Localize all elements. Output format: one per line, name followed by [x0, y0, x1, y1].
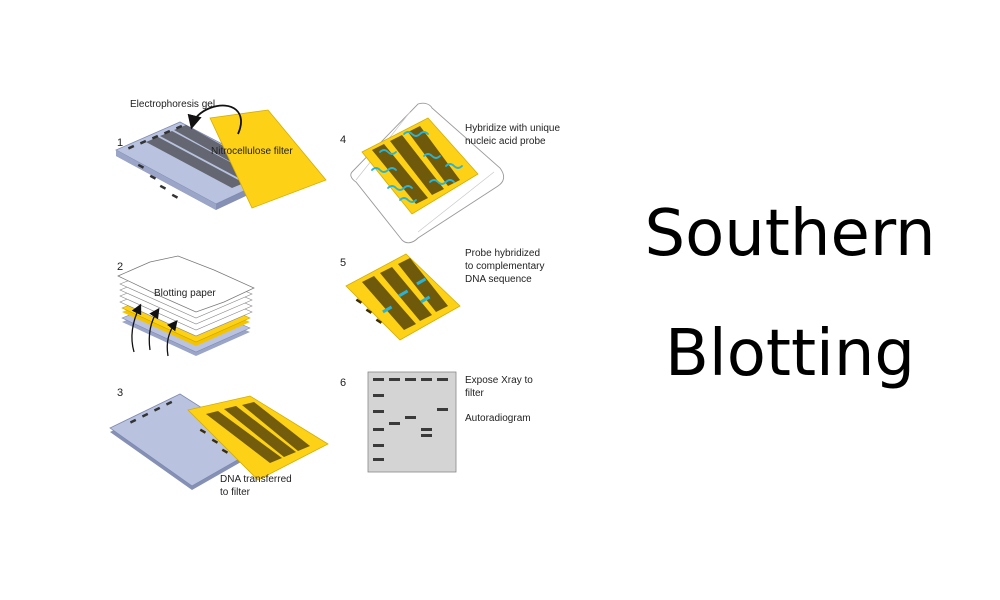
step-5-label-line2: to complementary: [465, 261, 544, 272]
step-5-label-line1: Probe hybridized: [465, 248, 540, 259]
capillary-arrows-icon: [131, 303, 178, 357]
film-wells: [373, 378, 448, 381]
step-1-number: 1: [117, 137, 123, 149]
hybridized-probe-bands: [382, 277, 431, 314]
step-3-filter-bands: [199, 428, 229, 454]
autoradiogram-film: [367, 371, 457, 473]
step-1-label-gel: Electrophoresis gel: [130, 99, 215, 110]
step-3-number: 3: [117, 387, 123, 399]
gel-wells: [127, 124, 183, 150]
page-title-line-1: Southern: [644, 197, 936, 271]
step-6-label-line2: filter: [465, 388, 485, 399]
film-marker-ladder: [373, 394, 384, 461]
flip-arrow-icon: [187, 104, 242, 135]
step-6-number: 6: [340, 377, 346, 389]
step-2: 2 Blotting paper: [117, 255, 255, 357]
step-2-label-paper: Blotting paper: [154, 288, 216, 299]
step-4-filter-lanes: [372, 126, 460, 204]
step-4-label-line1: Hybridize with unique: [465, 123, 560, 134]
step-6-label-line1: Expose Xray to: [465, 375, 533, 386]
step-6: 6 Expose Xray to filter Autoradiogram: [340, 371, 533, 473]
step-2-number: 2: [117, 261, 123, 273]
step-3-filter-lanes: [206, 402, 310, 463]
film-sample-bands: [389, 408, 448, 437]
gel-marker-bands: [137, 163, 179, 199]
step-1: 1 Electrophoresis gel: [115, 99, 327, 210]
step-4: 4 Hybridize with unique nucleic acid pro…: [340, 102, 560, 244]
probe-squiggles-icon: [371, 131, 463, 203]
nitrocellulose-filter: [209, 109, 327, 209]
page-title-line-2: Blotting: [665, 317, 915, 391]
step-5: 5 Probe hybridized to complementary DNA …: [340, 248, 544, 341]
blotting-stack: [117, 255, 255, 356]
step-5-filter-lanes: [362, 258, 448, 330]
step-3-wells: [129, 400, 173, 424]
step-6-label-autoradiogram: Autoradiogram: [465, 413, 531, 424]
step-4-number: 4: [340, 134, 346, 146]
step-3-label-line1: DNA transferred: [220, 474, 292, 485]
step-1-label-filter: Nitrocellulose filter: [211, 146, 293, 157]
step-3: 3 DNA transferred to filter: [109, 387, 329, 498]
step-4-label-line2: nucleic acid probe: [465, 136, 546, 147]
step-5-filter-bands: [355, 298, 383, 324]
step-5-label-line3: DNA sequence: [465, 274, 532, 285]
step-5-number: 5: [340, 257, 346, 269]
step-3-label-line2: to filter: [220, 487, 251, 498]
